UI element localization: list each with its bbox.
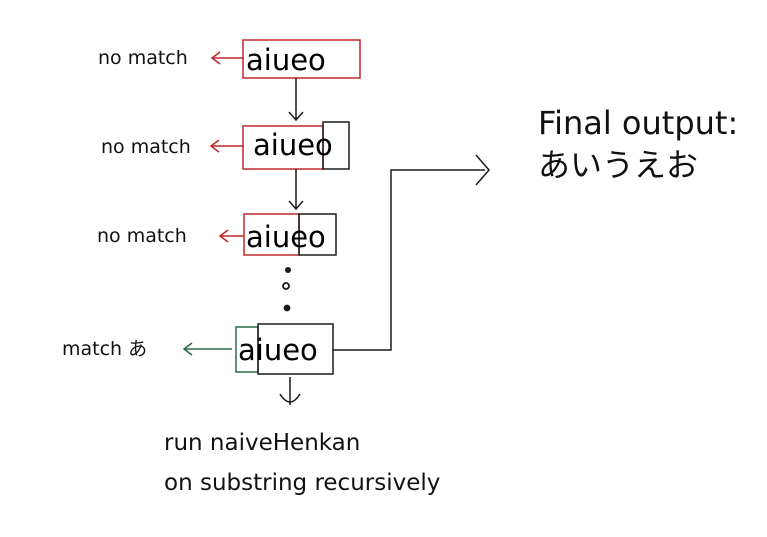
recursion-note-line-1: run naiveHenkan xyxy=(164,430,360,456)
ellipsis-dots xyxy=(282,267,291,312)
recursion-note-line-2: on substring recursively xyxy=(164,470,440,496)
final-output-connector-arrow xyxy=(333,154,490,351)
down-arrow-2 xyxy=(288,169,304,211)
step-3-rest-box xyxy=(298,213,337,256)
step-1-label: no match xyxy=(98,47,188,69)
step-3-label: no match xyxy=(97,225,187,247)
step-4-arrow xyxy=(182,342,232,356)
step-2-label: no match xyxy=(101,136,191,158)
step-2-rest-box xyxy=(322,121,350,170)
final-output: Final output: あいうえお xyxy=(538,104,738,184)
step-3: no match aiueo xyxy=(97,213,337,256)
step-2-arrow xyxy=(209,139,244,153)
down-arrow-1 xyxy=(288,78,304,122)
final-output-heading: Final output: xyxy=(538,104,738,142)
ellipsis-dot-3 xyxy=(283,304,291,312)
step-3-word: aiueo xyxy=(246,220,326,254)
step-4: match あ aiueo xyxy=(62,323,334,375)
recursion-down-arrow xyxy=(279,377,301,405)
step-1-word: aiueo xyxy=(246,43,326,77)
recursion-note: run naiveHenkan on substring recursively xyxy=(164,430,440,496)
step-4-word: aiueo xyxy=(238,333,318,367)
step-1: no match aiueo xyxy=(98,39,361,79)
ellipsis-dot-1 xyxy=(285,267,291,273)
step-3-arrow xyxy=(218,229,244,243)
step-4-rest-box xyxy=(257,323,334,375)
step-1-prefix-box xyxy=(242,39,361,79)
step-1-arrow xyxy=(210,51,244,65)
final-output-value: あいうえお xyxy=(538,146,698,184)
ellipsis-dot-2 xyxy=(282,282,290,290)
step-2: no match aiueo xyxy=(101,121,350,170)
step-4-label: match あ xyxy=(62,338,147,360)
step-2-word: aiueo xyxy=(253,128,333,162)
